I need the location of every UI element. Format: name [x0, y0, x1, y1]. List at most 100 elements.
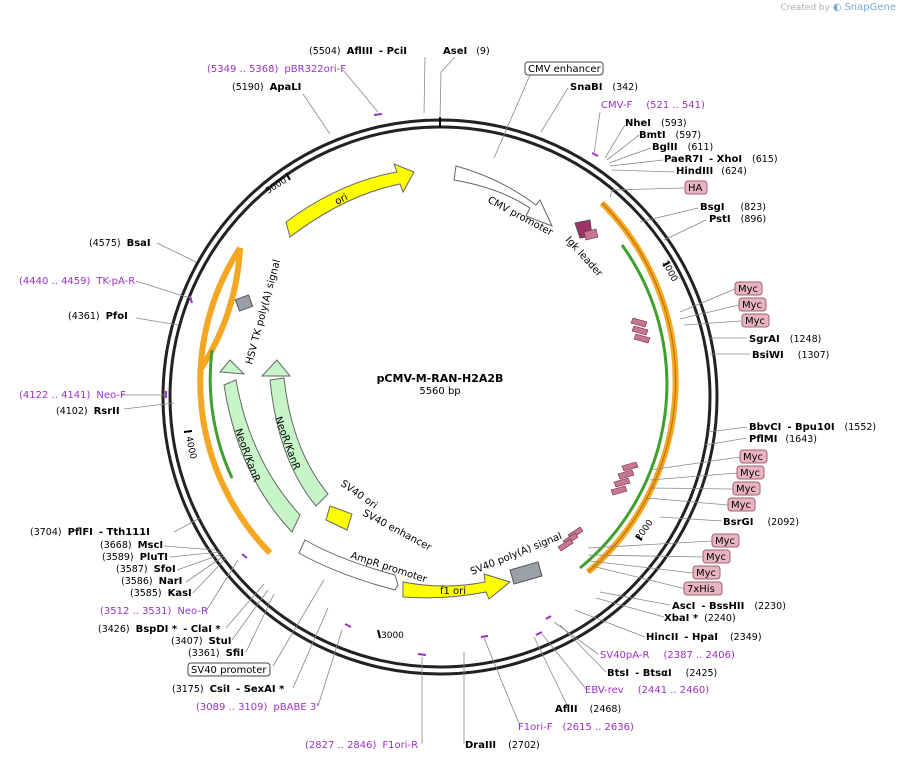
primer-f1ori-r[interactable]: (2827 .. 2846)F1ori-R: [305, 740, 418, 751]
leader-sfoi: [176, 553, 223, 571]
leader-bsgi: [639, 207, 699, 223]
orf-arc-tk: [197, 247, 243, 372]
site-draiii[interactable]: DraIII(2702): [465, 740, 540, 751]
tag-pill-7xhis: [683, 581, 723, 596]
site-bsai[interactable]: (4575)BsaI: [89, 238, 151, 249]
leader-ha: [609, 187, 685, 198]
primer-ebv-rev[interactable]: EBV-rev(2441 .. 2460): [585, 685, 709, 696]
leader-myc-4: [649, 456, 741, 471]
feature-ori-arrow[interactable]: [285, 163, 415, 238]
tag-label-myc-3: Myc: [745, 316, 765, 327]
site-hincii[interactable]: HincII- HpaI(2349): [646, 632, 762, 643]
tick-mark-2000: [635, 535, 643, 541]
site-nari[interactable]: (3586)NarI: [121, 576, 182, 587]
site-paer7i[interactable]: PaeR7I- XhoI(615): [664, 154, 778, 165]
feature-sv40-polya-box[interactable]: [509, 561, 543, 585]
primer-pbabe3[interactable]: (3089 .. 3109)pBABE 3': [196, 702, 319, 713]
leader-myc-9: [587, 554, 704, 558]
tag-pill-myc-7: [727, 497, 756, 512]
leader-kasi: [192, 557, 227, 594]
leader-bmti: [606, 134, 640, 161]
tag-pill-myc-2: [738, 297, 767, 312]
leader-pluti: [169, 551, 221, 558]
site-sfii[interactable]: (3361)SfiI: [188, 648, 244, 659]
orf-arc-neo: [197, 246, 273, 556]
myc-arrow-c3: [557, 538, 574, 552]
myc-arrow-a2: [631, 325, 649, 336]
leader-myc-2: [679, 304, 740, 320]
site-bmti[interactable]: BmtI(597): [639, 130, 701, 141]
tag-pill-myc-9: [702, 549, 731, 564]
primer-f1ori-f[interactable]: F1ori-F(2615 .. 2636): [518, 722, 634, 733]
tick-label-2000: 2000: [634, 518, 655, 543]
feature-neor-kanr-arrow-inner[interactable]: [260, 359, 329, 507]
site-bsrgi[interactable]: BsrGI(2092): [723, 517, 799, 528]
tag-pill-myc-10: [692, 565, 721, 580]
leader-myc-7: [646, 497, 729, 506]
feature-ampr-promoter-arrow[interactable]: [298, 539, 399, 591]
leader-pflfi: [173, 517, 201, 533]
feature-sv40-ori-box[interactable]: [325, 505, 353, 531]
orf-arc-green-left: [208, 349, 234, 479]
primer-neo-r[interactable]: (3512 .. 3531)Neo-R: [100, 606, 208, 617]
tag-pill-ha: [684, 180, 708, 195]
site-nhei[interactable]: NheI(593): [625, 118, 687, 129]
primer-pbr322ori-f[interactable]: (5349 .. 5368)pBR322ori-F: [207, 64, 346, 75]
site-afliii[interactable]: (5504)AflIII- PciI: [309, 46, 407, 57]
site-stui[interactable]: (3407)StuI: [171, 636, 231, 647]
feature-cmv-promoter-arrow[interactable]: [453, 165, 553, 227]
primer-sv40pa-r[interactable]: SV40pA-R(2387 .. 2406): [600, 650, 735, 661]
site-sgrai[interactable]: SgrAI(1248): [749, 334, 821, 345]
site-asci[interactable]: AscI- BssHII(2230): [672, 601, 786, 612]
site-bbvci[interactable]: BbvCI- Bpu10I(1552): [749, 422, 876, 433]
site-xbai[interactable]: XbaI *(2240): [664, 613, 736, 624]
site-msci[interactable]: (3668)MscI: [100, 540, 163, 551]
site-pflmi[interactable]: PflMI(1643): [749, 434, 817, 445]
leader-hindiii: [611, 169, 675, 173]
primer-bar-ebv-rev: [535, 631, 543, 636]
site-apali[interactable]: (5190)ApaLI: [232, 82, 301, 93]
site-pflfi[interactable]: (3704)PflFI- Tth111I: [30, 527, 150, 538]
feature-f1-ori-arrow[interactable]: [402, 573, 512, 600]
leader-nhei: [604, 124, 626, 159]
primer-neo-f[interactable]: (4122 .. 4141)Neo-F: [19, 390, 126, 401]
tag-label-7xhis: 7xHis: [687, 584, 715, 595]
site-bsiwi[interactable]: BsiWI(1307): [752, 350, 829, 361]
site-pfoi[interactable]: (4361)PfoI: [68, 311, 128, 322]
feature-sv40-enhancer-label: SV40 enhancer: [361, 508, 434, 554]
cmv-enhancer-label: CMV enhancer: [528, 64, 602, 75]
leader-hincii: [574, 609, 646, 638]
tick-mark-5000: [285, 172, 291, 181]
site-rsrii[interactable]: (4102)RsrII: [56, 406, 120, 417]
site-pluti[interactable]: (3589)PluTI: [102, 552, 168, 563]
site-psti[interactable]: PstI(896): [709, 214, 766, 225]
site-snabi[interactable]: SnaBI(342): [570, 82, 638, 93]
tag-pill-myc-8: [711, 533, 740, 548]
myc-arrow-b2: [617, 469, 635, 480]
site-bglii[interactable]: BglII(611): [652, 142, 713, 153]
leader-msci: [163, 545, 216, 551]
site-btsi[interactable]: BtsI- BtsαI(2425): [607, 668, 717, 679]
leader-lines: [122, 56, 750, 744]
site-csii[interactable]: (3175)CsiI- SexAI *: [172, 684, 285, 695]
primer-cmv-f[interactable]: CMV-F(521 .. 541): [601, 100, 705, 111]
leader-neo-r: [205, 559, 239, 612]
tag-pill-myc-6: [732, 481, 761, 496]
site-bspdi[interactable]: (3426)BspDI *- ClaI *: [98, 624, 221, 635]
tag-label-myc-1: Myc: [738, 284, 758, 295]
sv40-promoter-box: [187, 662, 271, 677]
site-aflii[interactable]: AflII(2468): [555, 704, 621, 715]
site-sfoi[interactable]: (3587)SfoI: [116, 564, 176, 575]
feature-sv40-ori-label: SV40 ori: [338, 478, 379, 511]
feature-neor-kanr-arrow-outer[interactable]: [219, 359, 301, 533]
feature-hsv-tk-polya-box[interactable]: [234, 294, 254, 312]
site-hindiii[interactable]: HindIII(624): [676, 166, 747, 177]
tag-pill-myc-5: [736, 465, 765, 480]
primer-tk-pa-r[interactable]: (4440 .. 4459)TK-pA-R: [19, 276, 135, 287]
site-kasi[interactable]: (3585)KasI: [130, 588, 192, 599]
leader-myc-6: [649, 487, 734, 490]
orf-arcs: [197, 200, 679, 575]
tag-label-myc-8: Myc: [715, 536, 735, 547]
site-bsgi[interactable]: BsgI(823): [700, 202, 766, 213]
site-asei[interactable]: AseI(9): [443, 46, 490, 57]
